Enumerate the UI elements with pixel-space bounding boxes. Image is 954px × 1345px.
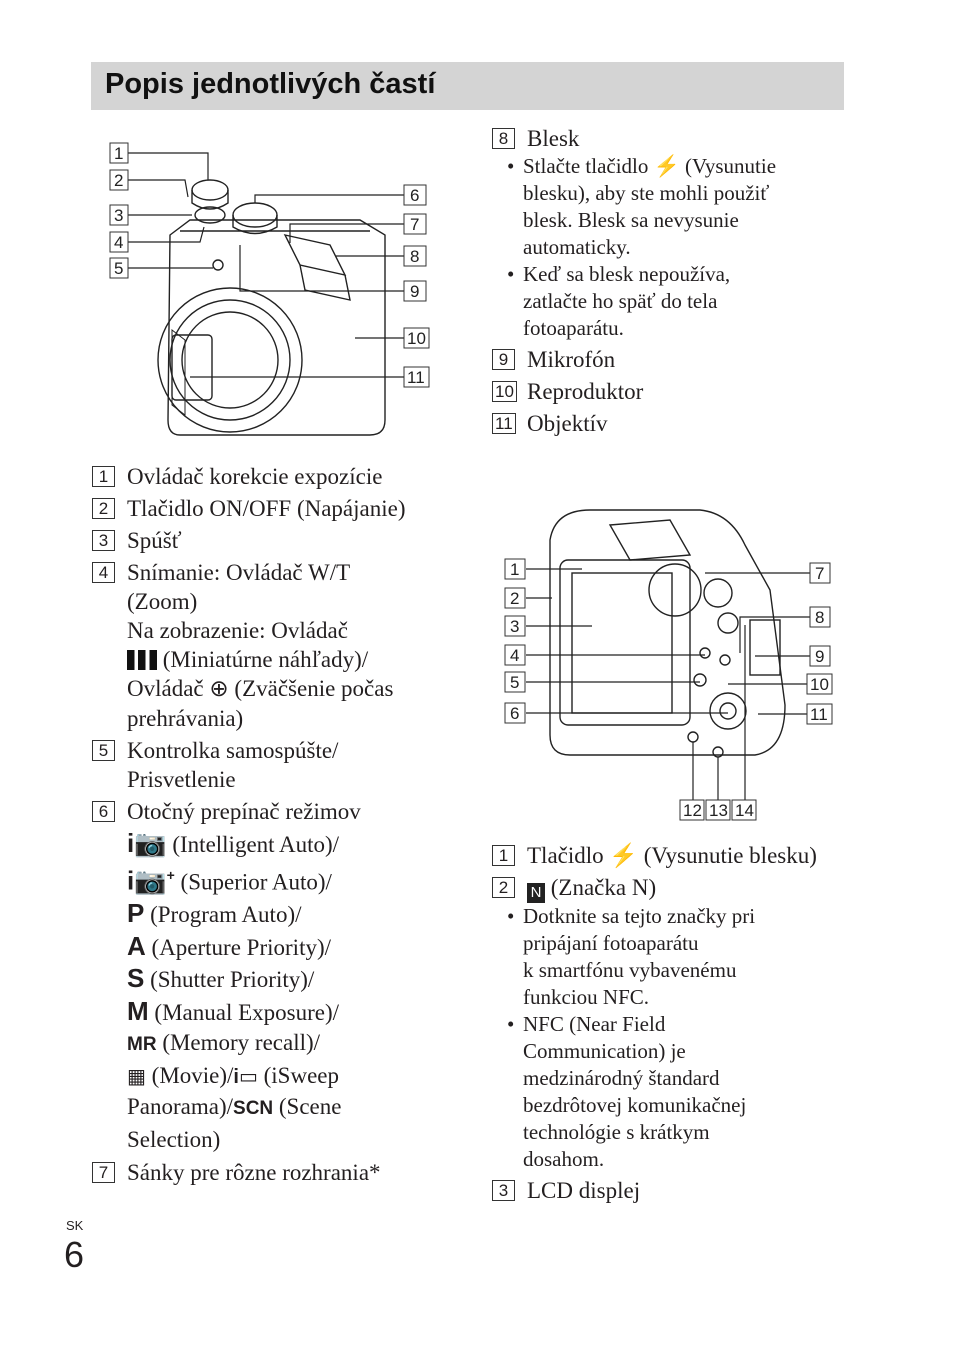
item-number: 6	[92, 801, 115, 822]
memory-recall-icon: MR	[127, 1034, 157, 1056]
svg-text:7: 7	[815, 564, 824, 583]
list-item: 3 Spúšť	[92, 526, 457, 555]
callout-7: 7	[410, 215, 419, 234]
callout-11: 11	[407, 368, 425, 387]
front-parts-list-continued: 8 Blesk Stlačte tlačidlo ⚡ (Vysunutieble…	[492, 124, 847, 441]
camera-front-illustration: 1 2 3 4 5 6 7 8 9 10 11	[109, 142, 430, 436]
list-item: 7 Sánky pre rôzne rozhrania*	[92, 1158, 457, 1187]
callout-3: 3	[114, 206, 123, 225]
page-title: Popis jednotlivých častí	[105, 68, 436, 100]
svg-text:14: 14	[735, 801, 754, 820]
list-item: 5 Kontrolka samospúšte/ Prisvetlenie	[92, 736, 457, 794]
svg-text:12: 12	[683, 801, 702, 820]
list-item: 9 Mikrofón	[492, 345, 847, 374]
svg-text:2: 2	[510, 589, 519, 608]
list-item: 11 Objektív	[492, 409, 847, 438]
svg-text:11: 11	[810, 705, 828, 724]
svg-text:3: 3	[510, 617, 519, 636]
zoom-icon: ⊕	[209, 676, 229, 702]
nfc-n-mark-icon: N	[527, 883, 545, 903]
svg-text:13: 13	[709, 801, 728, 820]
callout-4: 4	[114, 233, 123, 252]
list-item: 1 Ovládač korekcie expozície	[92, 462, 457, 491]
callout-5: 5	[114, 259, 123, 278]
item-number: 7	[92, 1162, 115, 1184]
item-number: 1	[92, 466, 115, 487]
page-number: 6	[64, 1234, 85, 1275]
callout-1: 1	[114, 144, 123, 163]
item-number: 4	[92, 562, 115, 583]
item-text: Spúšť	[127, 528, 182, 553]
camera-back-illustration: 1 2 3 4 5 6 7 8 9 10 11 12 13 14	[504, 509, 833, 821]
callout-9: 9	[410, 282, 419, 301]
item-number: 3	[92, 530, 115, 551]
list-item: 4 Snímanie: Ovládač W/T (Zoom) Na zobraz…	[92, 558, 457, 733]
callout-8: 8	[410, 247, 419, 266]
list-item: 2 N (Značka N) Dotknite sa tejto značky …	[492, 873, 847, 1173]
item-text: Ovládač korekcie expozície	[127, 464, 383, 489]
list-item: 10 Reproduktor	[492, 377, 847, 406]
svg-text:10: 10	[810, 675, 829, 694]
front-parts-list: 1 Ovládač korekcie expozície 2 Tlačidlo …	[92, 462, 457, 1190]
item-text: Tlačidlo ON/OFF (Napájanie)	[127, 496, 406, 521]
svg-text:4: 4	[510, 646, 519, 665]
callout-2: 2	[114, 171, 123, 190]
list-item: 6 Otočný prepínač režimov i📷 (Intelligen…	[92, 797, 457, 1155]
item-text: Sánky pre rôzne rozhrania*	[127, 1160, 381, 1186]
callout-6: 6	[410, 186, 419, 205]
list-item: 3 LCD displej	[492, 1176, 847, 1205]
scene-icon: SCN	[233, 1098, 274, 1120]
program-auto-icon: P	[127, 898, 145, 929]
superior-auto-icon: i📷+	[127, 865, 175, 896]
list-item: 2 Tlačidlo ON/OFF (Napájanie)	[92, 494, 457, 523]
back-parts-list: 1 Tlačidlo ⚡ (Vysunutie blesku) 2 N (Zna…	[492, 841, 847, 1208]
item-number: 2	[92, 498, 115, 519]
callout-10: 10	[407, 329, 426, 348]
list-item: 8 Blesk Stlačte tlačidlo ⚡ (Vysunutieble…	[492, 124, 847, 342]
svg-text:8: 8	[815, 608, 824, 627]
svg-text:5: 5	[510, 673, 519, 692]
movie-icon: ▦	[127, 1065, 146, 1088]
aperture-priority-icon: A	[127, 930, 146, 961]
svg-text:1: 1	[510, 560, 519, 579]
item-number: 5	[92, 740, 115, 761]
intelligent-auto-icon: i📷	[127, 827, 167, 858]
item-number: 8	[492, 128, 515, 149]
svg-text:9: 9	[815, 647, 824, 666]
title-bar: Popis jednotlivých častí	[91, 62, 844, 110]
svg-text:6: 6	[510, 704, 519, 723]
thumbnail-icon	[127, 650, 157, 670]
shutter-priority-icon: S	[127, 963, 145, 994]
language-code: SK	[66, 1218, 84, 1233]
list-item: 1 Tlačidlo ⚡ (Vysunutie blesku)	[492, 841, 847, 870]
isweep-icon: i▭	[233, 1065, 258, 1088]
manual-exposure-icon: M	[127, 995, 149, 1026]
